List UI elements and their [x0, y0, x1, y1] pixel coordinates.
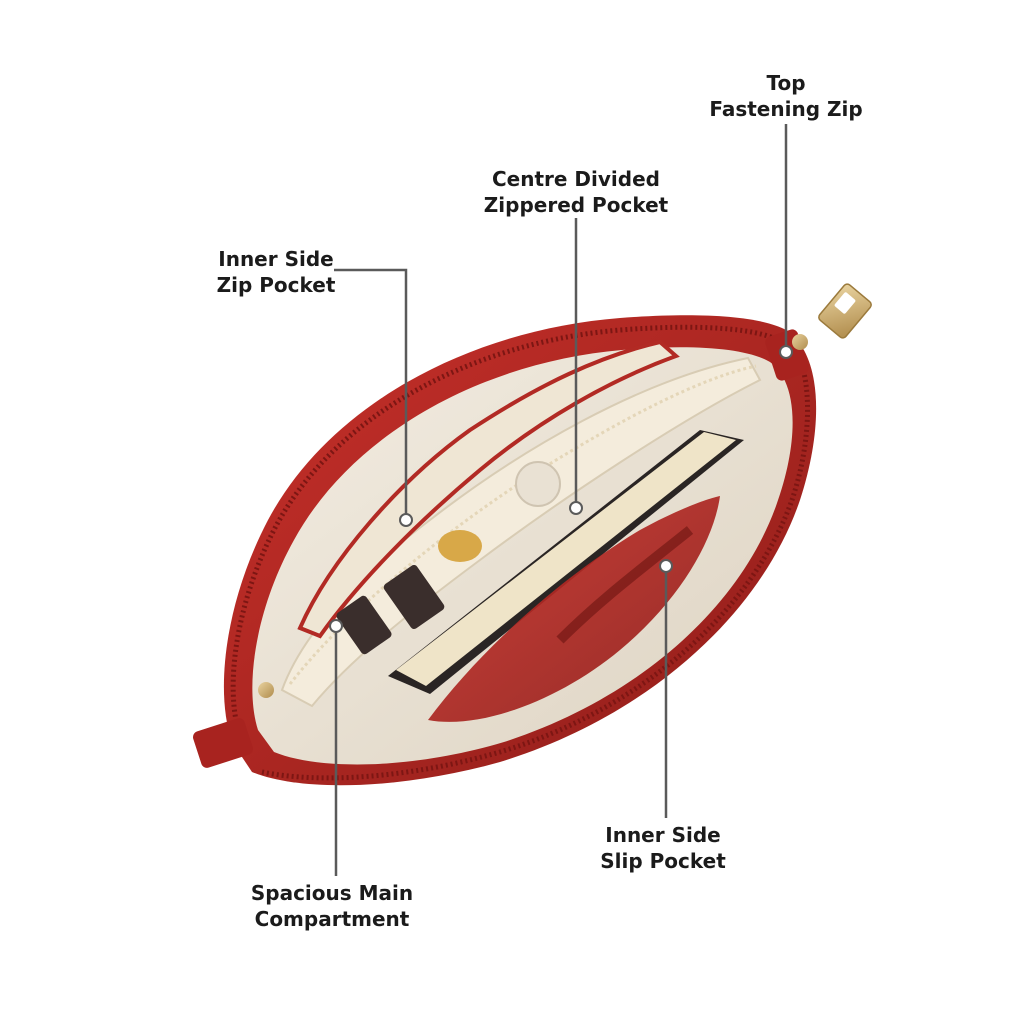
callout-line: Top [766, 71, 806, 95]
callout-dots [329, 345, 793, 633]
leader-inner-zip-pocket [334, 268, 408, 520]
callout-spacious-main-compartment: Spacious Main Compartment [232, 880, 432, 932]
zip-puller-icon [792, 283, 872, 350]
dot-centre-pocket [569, 501, 583, 515]
callout-line: Inner Side [218, 247, 334, 271]
dot-inner-zip-pocket [399, 513, 413, 527]
callout-line: Compartment [254, 907, 410, 931]
callout-line: Fastening Zip [709, 97, 863, 121]
bag-lining [252, 347, 793, 765]
callout-line: Zippered Pocket [483, 193, 669, 217]
inner-side-zip-pocket-shape [297, 339, 680, 639]
dot-top-zip [779, 345, 793, 359]
end-tab-left [193, 718, 253, 768]
callout-line: Slip Pocket [600, 849, 726, 873]
callout-inner-side-zip-pocket: Inner Side Zip Pocket [198, 246, 354, 298]
callout-line: Inner Side [605, 823, 721, 847]
callout-inner-side-slip-pocket: Inner Side Slip Pocket [590, 822, 736, 874]
callout-line: Centre Divided [492, 167, 660, 191]
callout-centre-divided-zippered-pocket: Centre Divided Zippered Pocket [470, 166, 682, 218]
callout-top-fastening-zip: Top Fastening Zip [700, 70, 872, 122]
lipstick-shape [383, 564, 445, 630]
dot-slip-pocket [659, 559, 673, 573]
callout-line: Spacious Main [250, 881, 414, 905]
cream-jar-shape [515, 461, 561, 507]
inner-side-slip-pocket-shape [428, 496, 720, 722]
callout-line: Zip Pocket [216, 273, 336, 297]
dot-main-compartment [329, 619, 343, 633]
zipper-teeth [230, 324, 780, 737]
leader-lines [334, 124, 788, 876]
